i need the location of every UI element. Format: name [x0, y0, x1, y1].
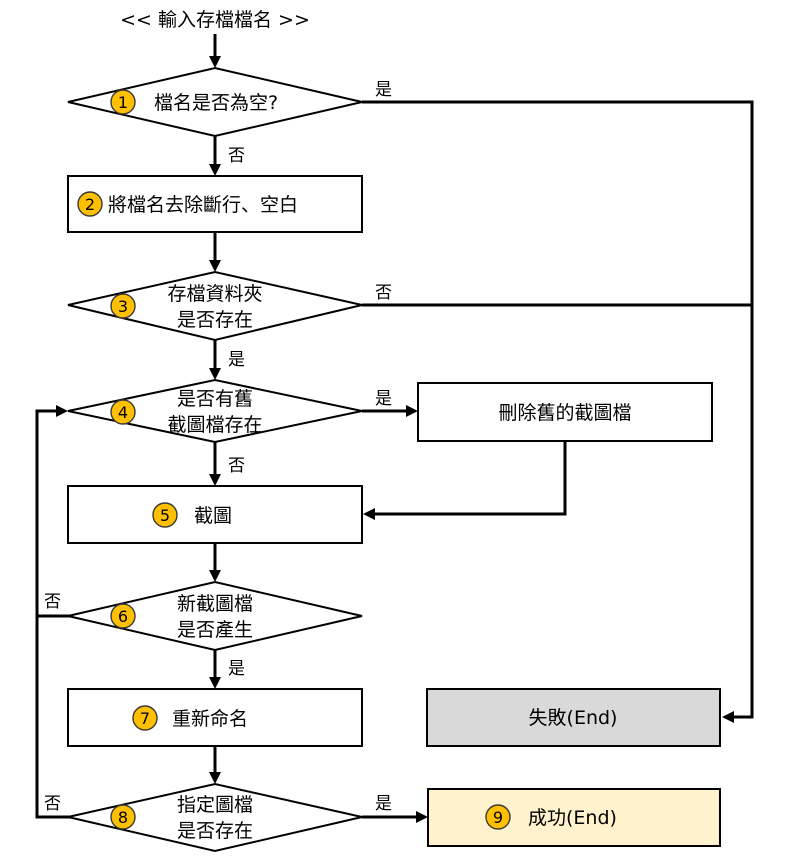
connectors	[35, 34, 754, 819]
step4-text-line2: 截圖檔存在	[167, 414, 262, 436]
edge-label-step6-yes: 是	[228, 659, 245, 679]
arrowhead	[363, 508, 375, 520]
step8-decision: 8 指定圖檔 是否存在	[67, 782, 363, 853]
step8-text-line2: 是否存在	[177, 820, 253, 842]
step5-process: 5 截圖	[67, 485, 363, 544]
step2-process: 2 將檔名去除斷行、空白	[67, 175, 363, 233]
delete-old-process: 刪除舊的截圖檔	[417, 382, 713, 442]
arrow-step8-no-loop	[35, 616, 70, 819]
process-box	[417, 382, 713, 442]
arrowhead	[209, 677, 221, 689]
step5-text: 截圖	[194, 505, 232, 527]
success-end: 9 成功(End)	[427, 788, 721, 847]
step-number: 9	[493, 808, 503, 827]
edge-label-step3-no: 否	[375, 283, 392, 303]
delete-old-text: 刪除舊的截圖檔	[498, 402, 631, 424]
process-box	[67, 688, 363, 747]
step4-text-line1: 是否有舊	[177, 388, 253, 410]
edge-label-step8-yes: 是	[375, 794, 392, 814]
start-label: << 輸入存檔檔名 >>	[120, 9, 310, 31]
step-number: 3	[118, 297, 128, 316]
step-number: 8	[118, 808, 128, 827]
step-number-badge	[110, 89, 136, 115]
arrowhead	[209, 164, 221, 176]
step-number: 2	[85, 195, 95, 214]
edge-labels: 是 否 否 是 是 否 否 是 否 是	[44, 80, 392, 814]
arrow-delete-to-step5	[373, 441, 567, 516]
step-number-badge	[132, 705, 158, 731]
step8-text-line1: 指定圖檔	[177, 794, 253, 816]
arrowhead	[56, 405, 68, 417]
step2-text: 將檔名去除斷行、空白	[108, 194, 298, 216]
step6-decision: 6 新截圖檔 是否產生	[67, 580, 363, 652]
step1-text: 檔名是否為空?	[154, 92, 278, 114]
step3-text-line2: 是否存在	[177, 309, 253, 331]
step-number: 5	[160, 506, 170, 525]
edge-label-step6-no: 否	[44, 592, 61, 612]
fail-box	[426, 688, 721, 747]
step6-text-line2: 是否產生	[177, 619, 253, 641]
edge-label-step8-no: 否	[44, 794, 61, 814]
fail-text: 失敗(End)	[529, 707, 618, 729]
step-number-badge	[110, 603, 136, 629]
process-box	[67, 175, 363, 233]
decision-diamond	[67, 378, 363, 444]
step7-text: 重新命名	[172, 708, 248, 730]
success-text: 成功(End)	[528, 807, 617, 829]
step-number-badge	[110, 399, 136, 425]
arrowhead	[209, 772, 221, 784]
step7-process: 7 重新命名	[67, 688, 363, 747]
arrowhead	[209, 260, 221, 272]
step4-decision: 4 是否有舊 截圖檔存在	[67, 378, 363, 444]
edge-label-step4-no: 否	[228, 456, 245, 476]
decision-diamond	[67, 580, 363, 652]
success-box	[427, 788, 721, 847]
arrowhead	[406, 405, 418, 417]
edge-label-step4-yes: 是	[375, 389, 392, 409]
step-number-badge	[110, 804, 136, 830]
arrowhead	[209, 570, 221, 582]
arrowhead	[209, 56, 221, 68]
arrow-step6-no-loop	[35, 409, 70, 618]
decision-diamond	[67, 782, 363, 853]
step3-text-line1: 存檔資料夾	[167, 283, 262, 305]
decision-diamond	[67, 66, 363, 138]
step-number-badge	[110, 293, 136, 319]
step-number: 6	[118, 607, 128, 626]
arrowhead	[722, 711, 734, 723]
arrowhead	[209, 368, 221, 380]
process-box	[67, 485, 363, 544]
step1-decision: 1 檔名是否為空?	[67, 66, 363, 138]
edge-label-step1-yes: 是	[375, 80, 392, 100]
arrow-step1-yes-to-fail	[362, 100, 754, 719]
step-number: 1	[118, 93, 128, 112]
step3-decision: 3 存檔資料夾 是否存在	[67, 270, 363, 342]
arrowheads	[56, 56, 734, 823]
edge-label-step1-no: 否	[228, 146, 245, 166]
edge-label-step3-yes: 是	[228, 350, 245, 370]
step-number: 7	[140, 709, 150, 728]
step-number: 4	[118, 403, 128, 422]
arrowhead	[209, 474, 221, 486]
fail-end: 失敗(End)	[426, 688, 721, 747]
step6-text-line1: 新截圖檔	[177, 593, 253, 615]
step-number-badge	[77, 191, 103, 217]
step-number-badge	[152, 502, 178, 528]
decision-diamond	[67, 270, 363, 342]
arrowhead	[416, 811, 428, 823]
step-number-badge	[485, 804, 511, 830]
